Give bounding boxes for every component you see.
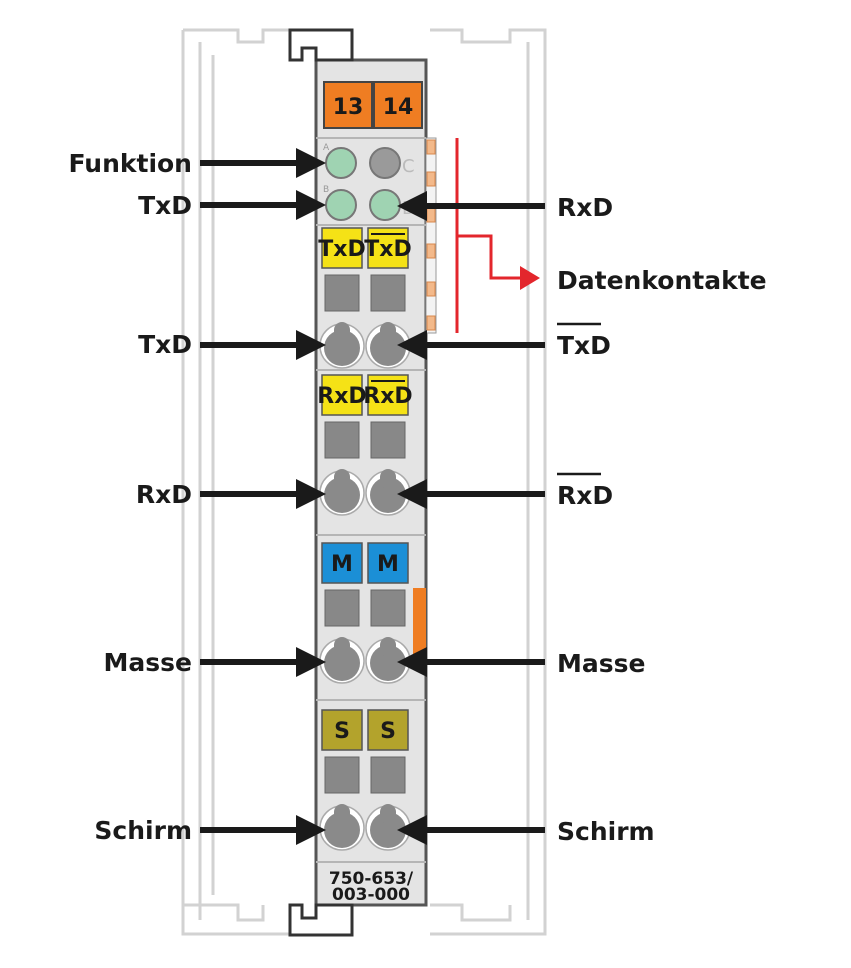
- terminal-14-label: 14: [383, 95, 414, 120]
- clamp-1-left: [324, 330, 360, 366]
- slot-tag-3-left: [321, 542, 363, 584]
- arrow-rxd-inverted: [397, 479, 545, 509]
- terminal-block: 13 14: [323, 81, 423, 129]
- label-funktion: Funktion: [68, 149, 192, 178]
- clamp-3-right: [370, 645, 406, 681]
- led-b-letter: B: [323, 185, 329, 195]
- label-schirm-left: Schirm: [94, 816, 192, 845]
- clamp-key-3-left: [334, 637, 350, 657]
- label-txd-inverted: TxD: [557, 331, 611, 360]
- pusher-1-right: [370, 274, 406, 312]
- clamp-4-left: [324, 812, 360, 848]
- slot-tag-text-1-left: TxD: [318, 237, 365, 262]
- clamp-key-4-right: [380, 804, 396, 824]
- led-a: [325, 147, 357, 179]
- clamp-2-left: [324, 477, 360, 513]
- slot-tag-text-1-right: TxD: [364, 237, 411, 262]
- label-datenkontakte: Datenkontakte: [557, 266, 767, 295]
- clamp-4-right: [370, 812, 406, 848]
- slot-tag-text-4-right: S: [380, 719, 396, 744]
- pusher-3-right: [370, 589, 406, 627]
- clamp-key-4-left: [334, 804, 350, 824]
- left-labels: Funktion TxD TxD RxD Masse Schirm: [68, 149, 192, 845]
- clamp-key-3-right: [380, 637, 396, 657]
- pusher-4-right: [370, 756, 406, 794]
- label-rxd-led: RxD: [557, 193, 613, 222]
- arrow-txd: [200, 330, 326, 360]
- part-number-line2: 003-000: [332, 885, 410, 905]
- led-c: [369, 147, 401, 179]
- slot-tag-4-right: [367, 709, 409, 751]
- label-masse-right: Masse: [557, 649, 645, 678]
- pusher-3-left: [324, 589, 360, 627]
- pusher-2-right: [370, 421, 406, 459]
- callout-arrows: [200, 148, 545, 845]
- pusher-1-left: [324, 274, 360, 312]
- slot-tag-text-4-left: S: [334, 719, 350, 744]
- label-masse-left: Masse: [104, 648, 192, 677]
- slot-tag-3-right: [367, 542, 409, 584]
- led-d: [369, 189, 401, 221]
- slot-tag-text-3-right: M: [377, 552, 399, 577]
- slot-tag-2-left: [321, 374, 363, 416]
- slot-tag-text-2-left: RxD: [317, 384, 366, 409]
- slot-tag-text-2-right: RxD: [363, 384, 412, 409]
- clamp-2-right: [370, 477, 406, 513]
- arrow-masse-left: [200, 647, 326, 677]
- led-panel: A C B D: [323, 143, 416, 221]
- clamp-key-1-right: [380, 322, 396, 342]
- label-schirm-right: Schirm: [557, 817, 655, 846]
- pusher-2-left: [324, 421, 360, 459]
- clamp-key-2-right: [380, 469, 396, 489]
- clamp-key-1-left: [334, 322, 350, 342]
- label-rxd: RxD: [136, 480, 192, 509]
- datenkontakte-marker: [455, 138, 540, 333]
- slot-tag-text-3-left: M: [331, 552, 353, 577]
- part-number: 750-653/ 003-000: [329, 869, 414, 905]
- label-txd-led: TxD: [138, 191, 192, 220]
- clamp-1-right: [370, 330, 406, 366]
- arrow-rxd: [200, 479, 326, 509]
- terminal-13-label: 13: [333, 95, 364, 120]
- slot-tag-4-left: [321, 709, 363, 751]
- led-c-letter: C: [402, 156, 415, 177]
- clamp-key-2-left: [334, 469, 350, 489]
- rail-outline: [181, 28, 547, 936]
- right-labels: RxD Datenkontakte TxD RxD Masse Schirm: [557, 193, 767, 846]
- label-txd: TxD: [138, 330, 192, 359]
- arrow-schirm-right: [397, 815, 545, 845]
- pusher-4-left: [324, 756, 360, 794]
- led-a-letter: A: [323, 143, 330, 153]
- arrow-rxd-led: [397, 191, 545, 221]
- slot-tag-1-left: [321, 227, 363, 269]
- part-number-line1: 750-653/: [329, 869, 414, 889]
- arrow-funktion: [200, 148, 326, 178]
- arrow-txd-inverted: [397, 330, 545, 360]
- arrow-txd-led: [200, 190, 326, 220]
- led-b: [325, 189, 357, 221]
- arrow-masse-right: [397, 647, 545, 677]
- label-rxd-inverted: RxD: [557, 481, 613, 510]
- arrow-schirm-left: [200, 815, 326, 845]
- clamp-3-left: [324, 645, 360, 681]
